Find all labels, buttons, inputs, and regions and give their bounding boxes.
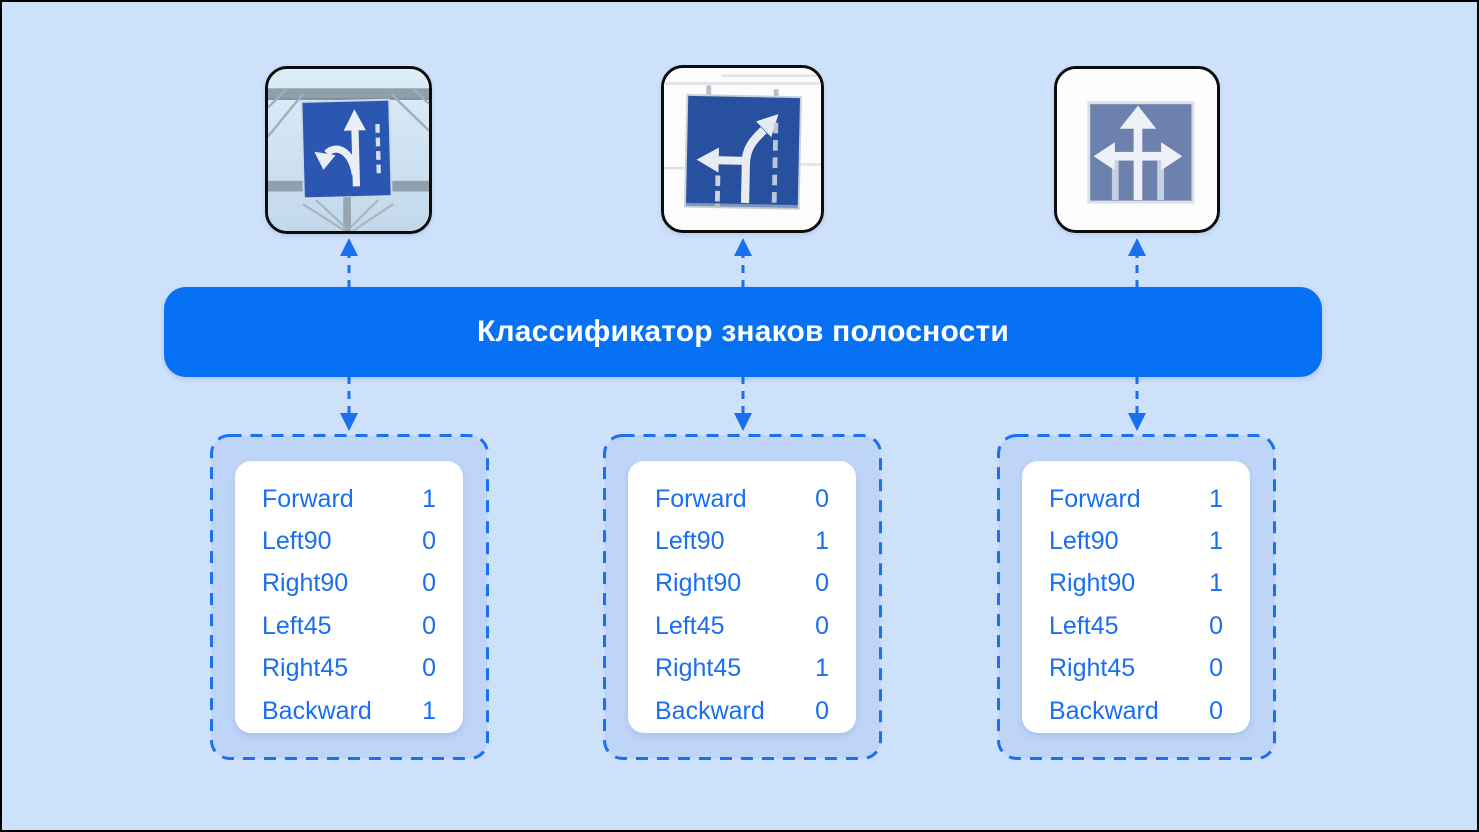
row-value: 0 xyxy=(1209,696,1223,725)
arrow-down-icon xyxy=(1128,413,1146,431)
table-row: Left45 0 xyxy=(262,605,436,647)
sign-photo-forward-uturn xyxy=(265,66,432,234)
result-box-1: Forward 1 Left90 0 Right90 0 Left45 0 Right4… xyxy=(210,434,489,760)
row-value: 1 xyxy=(1209,569,1223,598)
table-row: Right90 1 xyxy=(1049,563,1223,605)
row-value: 0 xyxy=(422,527,436,556)
sign-plate xyxy=(1087,101,1195,204)
row-label: Forward xyxy=(262,484,354,513)
row-value: 1 xyxy=(422,484,436,513)
lane-sign-left-right45-icon xyxy=(664,68,821,230)
table-row: Backward 1 xyxy=(262,690,436,732)
row-label: Right90 xyxy=(262,569,349,598)
row-label: Backward xyxy=(655,696,765,725)
table-row: Left90 0 xyxy=(262,520,436,562)
result-box-2: Forward 0 Left90 1 Right90 0 Left45 0 Right4… xyxy=(603,434,882,760)
row-label: Right90 xyxy=(655,569,742,598)
table-row: Left45 0 xyxy=(1049,605,1223,647)
row-value: 0 xyxy=(815,484,829,513)
classifier-title: Классификатор знаков полосности xyxy=(476,315,1010,348)
lane-sign-forward-uturn-icon xyxy=(268,69,429,231)
sign-photo-forward-left-right xyxy=(1054,66,1220,233)
row-value: 1 xyxy=(1209,484,1223,513)
row-label: Left90 xyxy=(262,527,332,556)
table-row: Forward 1 xyxy=(262,478,436,520)
arrow-up-icon xyxy=(734,238,752,256)
row-value: 1 xyxy=(815,654,829,683)
table-row: Right90 0 xyxy=(262,563,436,605)
result-box-3: Forward 1 Left90 1 Right90 1 Left45 0 Right4… xyxy=(997,434,1276,760)
table-row: Forward 0 xyxy=(655,478,829,520)
row-value: 0 xyxy=(422,611,436,640)
row-value: 0 xyxy=(422,569,436,598)
row-label: Forward xyxy=(1049,484,1141,513)
row-label: Backward xyxy=(1049,696,1159,725)
arrow-down-icon xyxy=(340,413,358,431)
result-table-1: Forward 1 Left90 0 Right90 0 Left45 0 Right4… xyxy=(235,461,463,733)
lane-sign-forward-left-right-icon xyxy=(1057,69,1217,230)
classifier-banner: Классификатор знаков полосности xyxy=(164,287,1322,377)
table-row: Right45 1 xyxy=(655,648,829,690)
row-label: Left45 xyxy=(655,611,725,640)
row-label: Left45 xyxy=(262,611,332,640)
result-table-2: Forward 0 Left90 1 Right90 0 Left45 0 Right4… xyxy=(628,461,856,733)
row-value: 0 xyxy=(1209,654,1223,683)
row-label: Right90 xyxy=(1049,569,1136,598)
row-label: Left90 xyxy=(655,527,725,556)
row-label: Forward xyxy=(655,484,747,513)
table-row: Left90 1 xyxy=(1049,520,1223,562)
row-value: 1 xyxy=(1209,527,1223,556)
row-value: 0 xyxy=(1209,611,1223,640)
row-label: Left45 xyxy=(1049,611,1119,640)
table-row: Right90 0 xyxy=(655,563,829,605)
table-row: Right45 0 xyxy=(262,648,436,690)
row-label: Right45 xyxy=(262,654,349,683)
row-value: 1 xyxy=(422,696,436,725)
table-row: Right45 0 xyxy=(1049,648,1223,690)
sign-photo-left-right45 xyxy=(661,65,824,233)
row-label: Right45 xyxy=(655,654,742,683)
table-row: Left45 0 xyxy=(655,605,829,647)
row-value: 0 xyxy=(815,696,829,725)
arrow-up-icon xyxy=(1128,238,1146,256)
result-table-3: Forward 1 Left90 1 Right90 1 Left45 0 Right4… xyxy=(1022,461,1250,733)
table-row: Left90 1 xyxy=(655,520,829,562)
row-value: 0 xyxy=(815,611,829,640)
row-label: Left90 xyxy=(1049,527,1119,556)
sign-plate xyxy=(684,93,802,210)
arrow-up-icon xyxy=(340,238,358,256)
row-value: 1 xyxy=(815,527,829,556)
row-value: 0 xyxy=(422,654,436,683)
sign-plate xyxy=(300,98,393,200)
arrow-down-icon xyxy=(734,413,752,431)
table-row: Forward 1 xyxy=(1049,478,1223,520)
table-row: Backward 0 xyxy=(655,690,829,732)
table-row: Backward 0 xyxy=(1049,690,1223,732)
row-label: Backward xyxy=(262,696,372,725)
row-value: 0 xyxy=(815,569,829,598)
row-label: Right45 xyxy=(1049,654,1136,683)
